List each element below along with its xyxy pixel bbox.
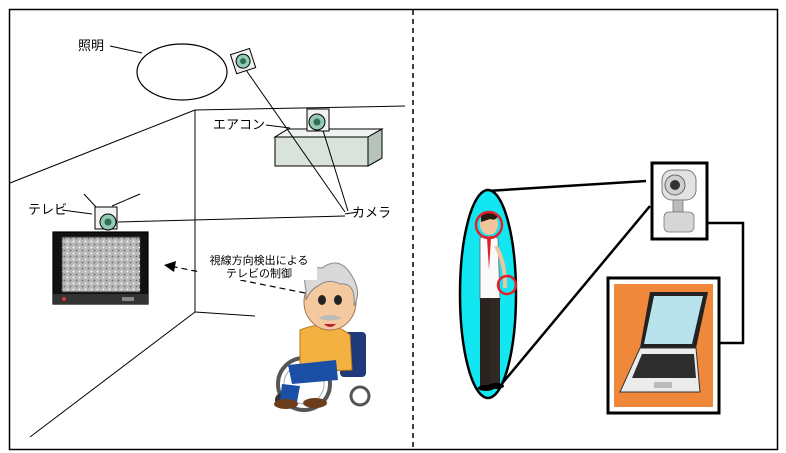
lighting-label: 照明 (78, 39, 105, 54)
view-cone (486, 179, 651, 399)
tv-label: テレビ (28, 203, 68, 218)
gaze-control-caption: 視線方向検出による テレビの制御 (201, 254, 317, 280)
webcam-device (650, 161, 709, 241)
room-walls (9, 105, 406, 438)
tv-set (52, 231, 149, 305)
camera-tv (94, 206, 118, 231)
camera-sight-lines (83, 69, 359, 223)
camera-label: カメラ (352, 206, 392, 221)
elderly-person-wheelchair (274, 262, 371, 412)
hand-highlight-ring (496, 274, 518, 296)
caption-line-2: テレビの制御 (226, 267, 292, 280)
laptop-device (606, 276, 721, 415)
air-conditioner (273, 128, 384, 167)
face-highlight-ring (474, 210, 504, 240)
caption-line-1: 視線方向検出による (209, 254, 309, 267)
outer-frame (8, 8, 779, 451)
gaze-arrow (164, 261, 306, 294)
standing-person (478, 212, 508, 391)
connection-cable (707, 221, 745, 345)
ceiling-light (136, 43, 228, 101)
lighting-leader (109, 45, 143, 54)
camera-aircon (306, 108, 330, 132)
tv-leader (61, 209, 93, 215)
aircon-label: エアコン (213, 118, 266, 133)
camera-ceiling (229, 47, 257, 75)
